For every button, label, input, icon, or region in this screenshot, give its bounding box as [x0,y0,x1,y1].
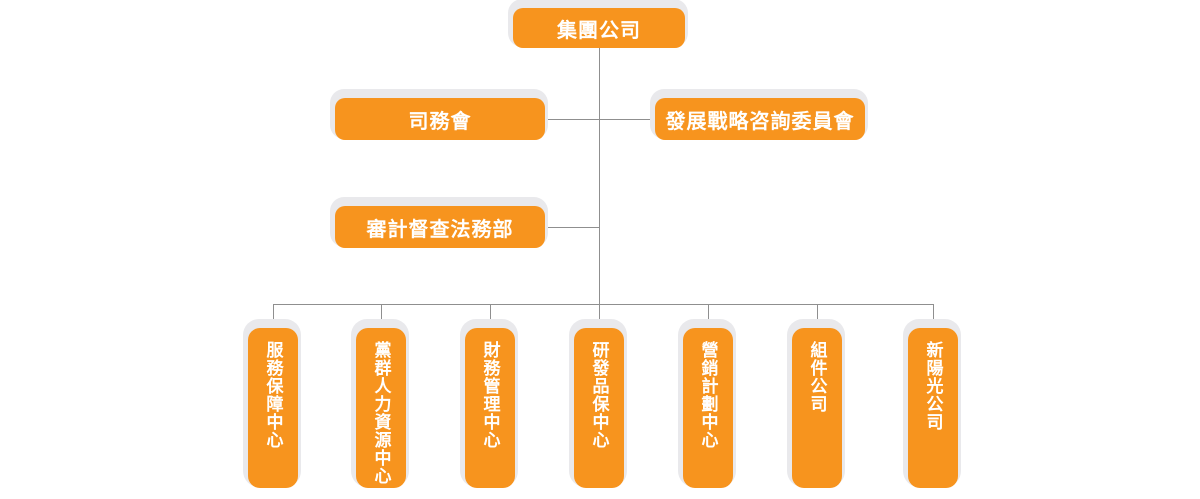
connector-drop [817,304,818,328]
node-label: 組件公司 [807,341,827,413]
connector-drop [273,304,274,328]
node-group-company: 集團公司 [513,8,685,48]
node-label: 財務管理中心 [480,341,500,449]
node-label: 服務保障中心 [263,341,283,449]
node-new-sunshine-company: 新陽光公司 [908,328,958,488]
connector-drop [933,304,934,328]
node-label: 發展戰略咨詢委員會 [665,110,855,133]
connector-drop [708,304,709,328]
node-label: 司務會 [408,110,472,133]
node-rd-quality-center: 研發品保中心 [574,328,624,488]
node-marketing-planning-center: 營銷計劃中心 [683,328,733,488]
node-party-hr-center: 黨群人力資源中心 [356,328,406,488]
node-audit-legal-dept: 審計督查法務部 [335,206,545,248]
node-strategy-advisory-committee: 發展戰略咨詢委員會 [655,98,865,140]
connector-drop [381,304,382,328]
node-council: 司務會 [335,98,545,140]
connector-audit-horizontal [545,227,599,228]
node-label: 營銷計劃中心 [698,341,718,449]
node-label: 研發品保中心 [589,341,609,449]
node-service-support-center: 服務保障中心 [248,328,298,488]
connector-drop [599,304,600,328]
connector-root-vertical [599,48,600,304]
connector-committees-horizontal [545,119,657,120]
node-label: 黨群人力資源中心 [371,341,391,485]
node-label: 集團公司 [557,19,641,42]
node-label: 新陽光公司 [923,341,943,431]
connector-drop [490,304,491,328]
connector-departments-rail [273,304,933,305]
node-label: 審計督查法務部 [366,218,514,241]
node-components-company: 組件公司 [792,328,842,488]
node-finance-management-center: 財務管理中心 [465,328,515,488]
